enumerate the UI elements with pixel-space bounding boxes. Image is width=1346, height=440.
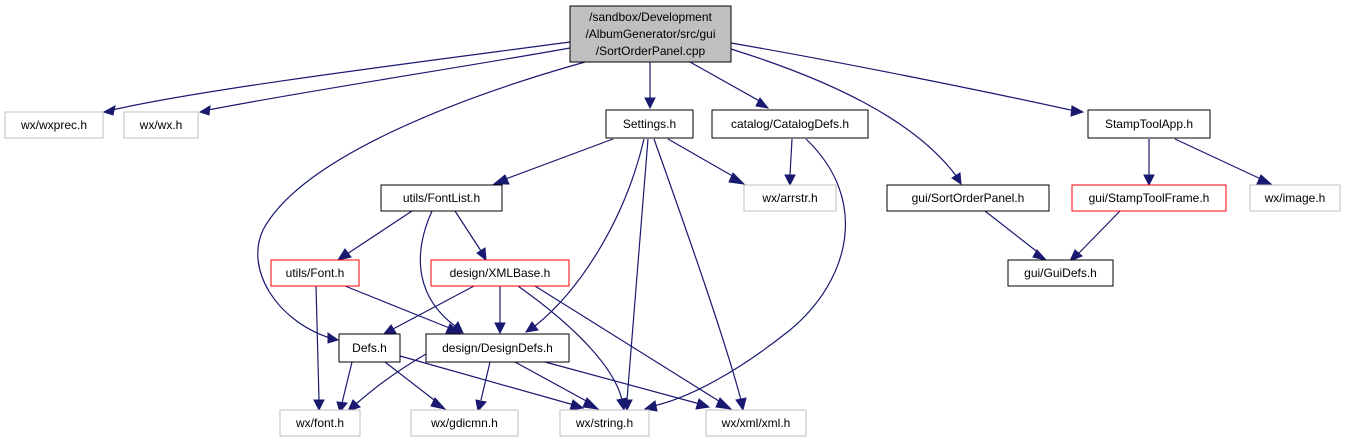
edge-root-to-wx — [198, 47, 571, 116]
edge-root-to-settings — [644, 62, 656, 110]
edge-font-to-wxfont — [313, 285, 325, 412]
edge-settings-to-xml — [653, 138, 747, 412]
node-catalogdefs-label: catalog/CatalogDefs.h — [731, 117, 849, 131]
node-stamptoolapp[interactable]: StampToolApp.h — [1087, 109, 1211, 139]
edge-root-to-wxprec — [102, 41, 571, 116]
edge-settings-to-arrstr — [667, 138, 746, 185]
node-wxprec[interactable]: wx/wxprec.h — [4, 111, 104, 139]
edge-defs-to-wxfont — [336, 361, 353, 414]
node-defs-label: Defs.h — [352, 341, 387, 355]
node-wx-label: wx/wx.h — [139, 118, 183, 132]
node-gdicmn-label: wx/gdicmn.h — [430, 416, 498, 430]
node-font[interactable]: utils/Font.h — [270, 259, 360, 287]
edge-xmlbase-to-xml — [534, 285, 733, 410]
node-gdicmn[interactable]: wx/gdicmn.h — [410, 409, 519, 437]
edge-defs-to-string — [399, 355, 585, 411]
node-designdefs[interactable]: design/DesignDefs.h — [425, 333, 570, 363]
edge-root-to-catalogdefs — [689, 61, 770, 109]
edge-sortorderpanel-to-guidefs — [984, 210, 1048, 261]
node-sortorderpanel[interactable]: gui/SortOrderPanel.h — [886, 184, 1050, 212]
edge-root-to-defs — [257, 61, 586, 344]
edge-settings-to-string — [621, 138, 649, 412]
edge-settings-to-designdefs — [525, 138, 645, 333]
edge-font-to-designdefs — [344, 285, 462, 334]
root-file-label-line-1: /sandbox/Development — [589, 10, 712, 24]
node-xml[interactable]: wx/xml/xml.h — [705, 409, 807, 437]
node-guidefs-label: gui/GuiDefs.h — [1024, 266, 1097, 280]
node-stamptoolframe-label: gui/StampToolFrame.h — [1089, 191, 1210, 205]
edge-stamptoolapp-to-stamptoolframe — [1143, 139, 1155, 187]
node-wxfont[interactable]: wx/font.h — [279, 409, 361, 437]
edge-fontlist-to-font — [336, 210, 413, 261]
edge-defs-to-gdicmn — [384, 361, 447, 410]
root-file-node: /sandbox/Development /AlbumGenerator/src… — [569, 5, 732, 63]
node-font-label: utils/Font.h — [286, 266, 345, 280]
edge-designdefs-to-string — [514, 361, 600, 410]
node-designdefs-label: design/DesignDefs.h — [442, 341, 553, 355]
node-image[interactable]: wx/image.h — [1249, 184, 1341, 212]
root-file-label-line-2: /AlbumGenerator/src/gui — [585, 27, 715, 41]
node-arrstr[interactable]: wx/arrstr.h — [743, 184, 837, 212]
node-wxfont-label: wx/font.h — [295, 416, 344, 430]
node-defs[interactable]: Defs.h — [338, 333, 401, 363]
node-fontlist[interactable]: utils/FontList.h — [380, 184, 503, 212]
node-wxprec-label: wx/wxprec.h — [20, 118, 87, 132]
edge-catalogdefs-to-string — [643, 138, 847, 412]
root-file-label-line-3: /SortOrderPanel.cpp — [596, 44, 706, 58]
edge-catalogdefs-to-arrstr — [784, 138, 796, 187]
edge-root-to-sortorderpanel — [730, 48, 962, 185]
node-settings-label: Settings.h — [623, 117, 676, 131]
node-arrstr-label: wx/arrstr.h — [761, 191, 817, 205]
node-stamptoolframe[interactable]: gui/StampToolFrame.h — [1071, 184, 1227, 212]
edge-designdefs-to-xml — [544, 361, 711, 410]
edge-xmlbase-to-designdefs — [494, 286, 506, 335]
edge-root-to-stamptoolapp — [730, 42, 1085, 117]
node-guidefs[interactable]: gui/GuiDefs.h — [1007, 259, 1114, 287]
node-sortorderpanel-label: gui/SortOrderPanel.h — [912, 191, 1025, 205]
node-stamptoolapp-label: StampToolApp.h — [1105, 117, 1193, 131]
node-fontlist-label: utils/FontList.h — [403, 191, 480, 205]
node-catalogdefs[interactable]: catalog/CatalogDefs.h — [711, 109, 869, 139]
edge-stamptoolframe-to-guidefs — [1069, 210, 1121, 262]
node-string[interactable]: wx/string.h — [559, 409, 650, 437]
edge-designdefs-to-gdicmn — [475, 361, 491, 413]
node-xmlbase[interactable]: design/XMLBase.h — [430, 259, 570, 287]
node-image-label: wx/image.h — [1264, 191, 1326, 205]
edge-designdefs-to-wxfont — [347, 353, 427, 412]
node-xmlbase-label: design/XMLBase.h — [450, 266, 551, 280]
edge-stamptoolapp-to-image — [1174, 138, 1273, 185]
node-xml-label: wx/xml/xml.h — [721, 416, 791, 430]
edge-fontlist-to-xmlbase — [454, 210, 487, 262]
node-wx[interactable]: wx/wx.h — [123, 111, 199, 139]
node-string-label: wx/string.h — [575, 416, 633, 430]
edge-settings-to-fontlist — [492, 138, 614, 185]
edge-xmlbase-to-string — [517, 285, 628, 412]
node-settings[interactable]: Settings.h — [605, 109, 694, 139]
